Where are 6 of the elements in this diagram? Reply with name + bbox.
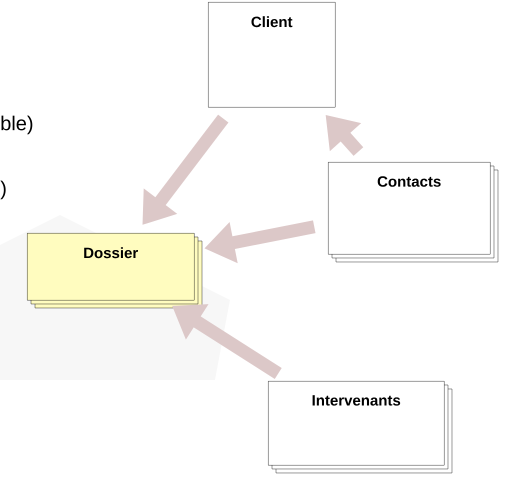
stacked-card: Dossier: [27, 233, 202, 308]
cropped-text: ): [0, 180, 6, 200]
stacked-card: Intervenants: [268, 380, 452, 474]
stacked-card: Contacts: [328, 162, 498, 262]
box: Client: [208, 2, 336, 108]
cropped-text: ble): [2, 116, 32, 134]
